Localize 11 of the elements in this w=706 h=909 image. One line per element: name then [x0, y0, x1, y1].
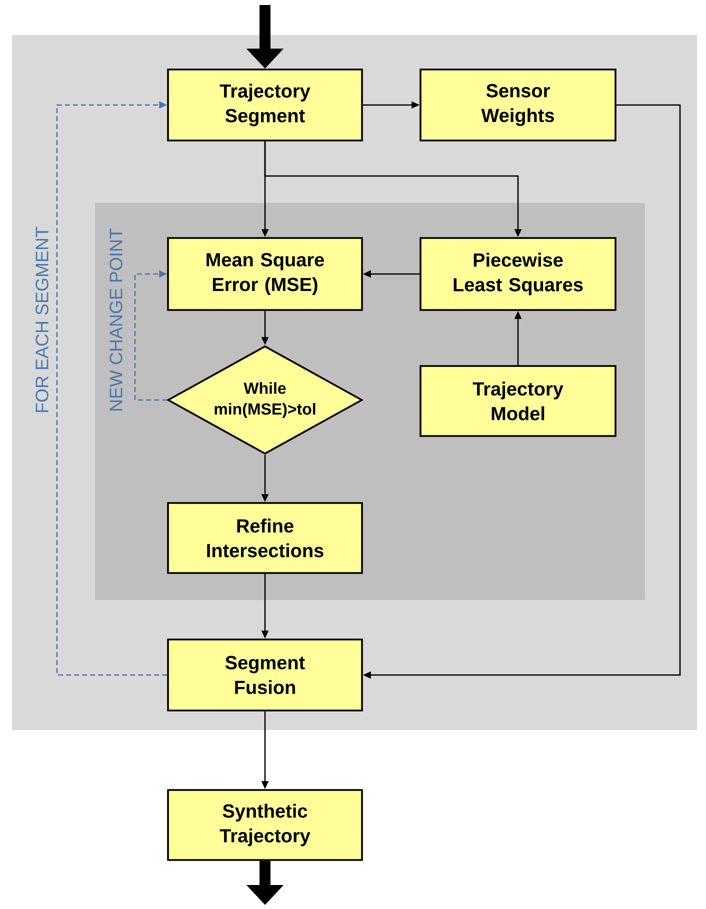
loop-arrow	[56, 101, 168, 676]
process-box: Trajectory Model	[420, 365, 616, 437]
process-box: Piecewise Least Squares	[420, 237, 616, 311]
process-box: Synthetic Trajectory	[167, 789, 363, 861]
process-box: Sensor Weights	[420, 68, 616, 142]
process-box: Segment Fusion	[167, 638, 363, 712]
process-box: Mean Square Error (MSE)	[167, 237, 363, 311]
edge-label: FOR EACH SEGMENT	[36, 226, 48, 412]
process-box: Trajectory Segment	[167, 68, 363, 142]
edge-label: NEW CHANGE POINT	[110, 228, 122, 411]
process-box: Refine Intersections	[167, 502, 363, 574]
